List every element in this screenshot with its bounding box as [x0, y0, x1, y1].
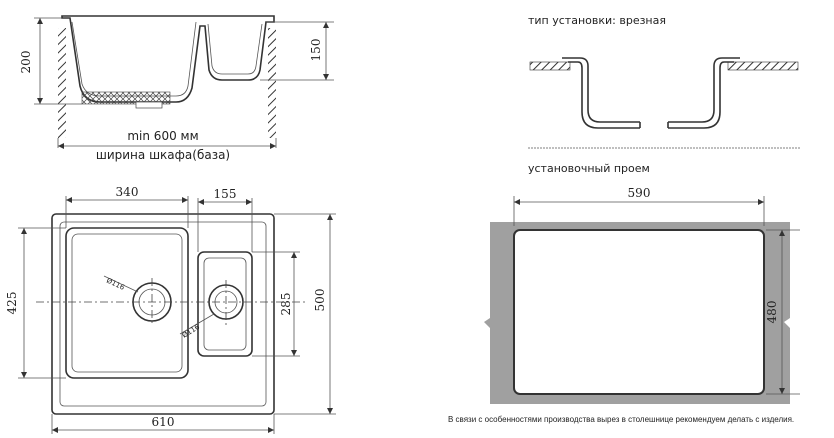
install-type-label: тип установки: врезная	[528, 14, 666, 27]
cutout: установочный проем 590 480 В связи с осо…	[448, 162, 800, 424]
sink-inner-profile-small	[207, 23, 263, 75]
sink-inner-profile-big	[71, 21, 197, 97]
dim-sink-width: 610	[152, 415, 175, 429]
side-view: 200 150 min 600 мм ширина шкафа(база)	[19, 15, 334, 162]
cutout-opening	[513, 229, 765, 395]
big-bowl-inner	[71, 233, 183, 373]
top-view: Ø116 Ø116 340 155 425 285 500	[5, 185, 336, 434]
sink-outline	[51, 213, 275, 415]
min-width-label: min 600 мм	[127, 129, 198, 143]
countertop-right	[727, 61, 799, 71]
sink-section-right	[668, 57, 740, 123]
small-bowl	[197, 251, 253, 357]
big-bowl	[65, 227, 189, 379]
install-type: тип установки: врезная	[528, 14, 800, 149]
drain-big-diameter: Ø116	[105, 277, 126, 292]
drain-mesh	[81, 91, 171, 105]
dim-sink-length: 500	[313, 289, 327, 312]
cutout-note: В связи с особенностями производства выр…	[448, 415, 794, 424]
dim-big-bowl-length: 425	[5, 292, 19, 315]
small-bowl-inner	[203, 257, 247, 351]
dim-cutout-width: 590	[628, 186, 651, 200]
sink-section-left	[562, 57, 640, 123]
sink-rim	[59, 221, 267, 407]
cabinet-width-label: ширина шкафа(база)	[96, 148, 230, 162]
drain-outlet	[135, 101, 163, 109]
cutout-label: установочный проем	[528, 162, 650, 175]
dim-small-bowl-width: 155	[214, 187, 237, 201]
dim-small-bowl-depth: 150	[309, 39, 323, 62]
dim-small-bowl-length: 285	[279, 293, 293, 316]
sink-profile	[61, 15, 275, 103]
dim-big-bowl-width: 340	[116, 185, 139, 199]
countertop-left	[529, 61, 571, 71]
cabinet-wall-left	[58, 28, 66, 138]
cabinet-wall-right	[268, 28, 276, 138]
dim-sink-depth: 200	[19, 51, 33, 74]
dim-cutout-height: 480	[765, 301, 779, 324]
